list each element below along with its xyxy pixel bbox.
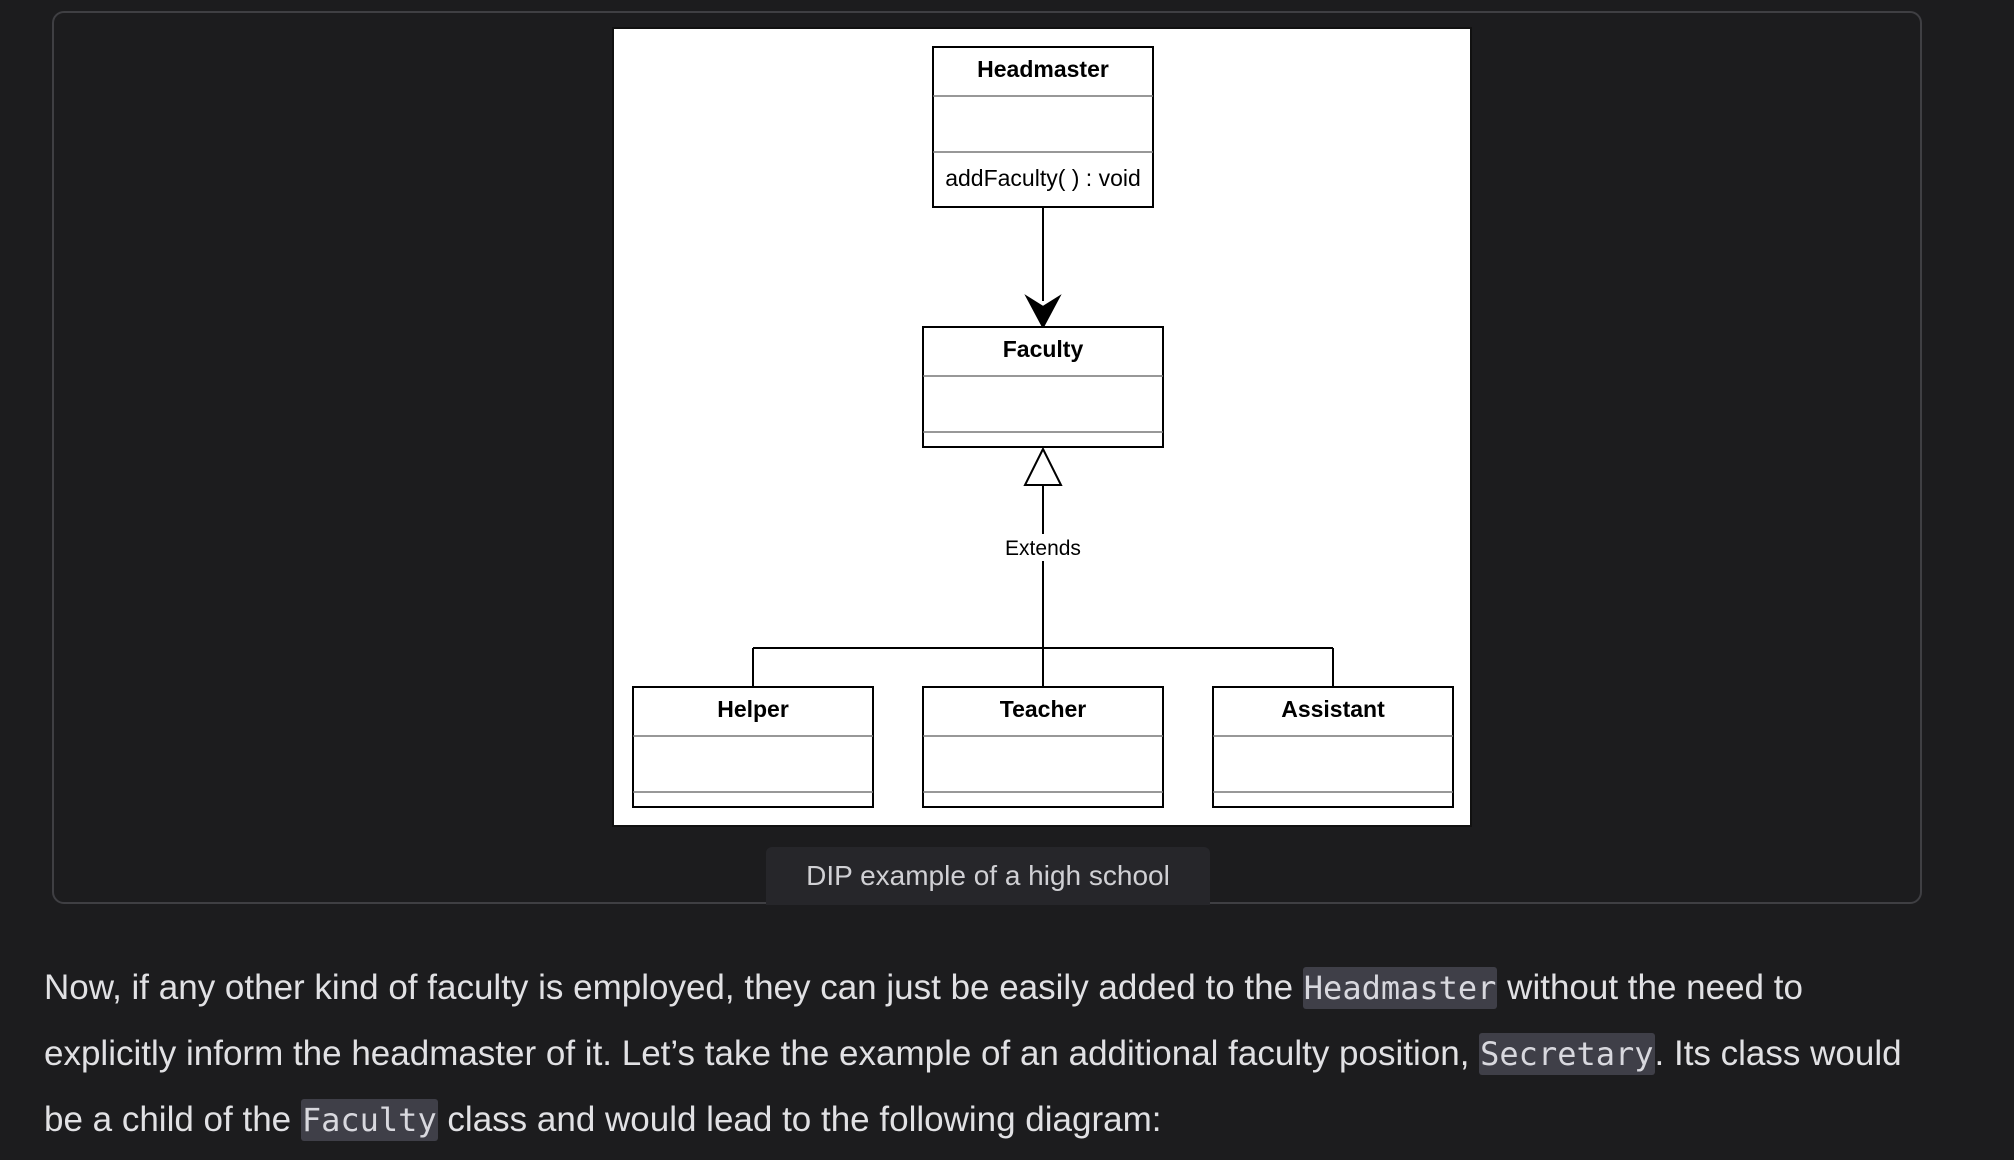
figure-frame: Headmaster addFaculty( ) : void Faculty: [52, 11, 1922, 904]
class-faculty: Faculty: [922, 326, 1164, 448]
body-paragraph: Now, if any other kind of faculty is emp…: [44, 955, 1944, 1153]
class-name: Teacher: [1000, 696, 1087, 722]
class-box: [922, 686, 1164, 808]
class-method: addFaculty( ) : void: [945, 165, 1141, 191]
paragraph-text: class and would lead to the following di…: [437, 1100, 1162, 1139]
class-box: [922, 326, 1164, 448]
class-box: [1212, 686, 1454, 808]
paragraph-text: . Its class would be a child of the: [44, 1034, 1902, 1139]
inheritance-triangle: [1023, 446, 1063, 486]
inline-code: Headmaster: [1302, 967, 1498, 1009]
inline-code: Faculty: [300, 1099, 438, 1141]
arrow-head: [1024, 294, 1062, 330]
class-box: [632, 686, 874, 808]
generalization-connector: Extends: [752, 446, 1334, 687]
figure-caption: DIP example of a high school: [766, 847, 1210, 905]
class-assistant: Assistant: [1212, 686, 1454, 808]
class-box: [932, 46, 1154, 208]
edge-label: Extends: [1005, 537, 1081, 560]
class-name: Assistant: [1281, 696, 1385, 722]
uml-diagram-svg: Headmaster addFaculty( ) : void Faculty: [632, 46, 1454, 808]
uml-diagram: Headmaster addFaculty( ) : void Faculty: [612, 27, 1472, 827]
class-teacher: Teacher: [922, 686, 1164, 808]
class-headmaster: Headmaster addFaculty( ) : void: [932, 46, 1154, 208]
class-helper: Helper: [632, 686, 874, 808]
inline-code: Secretary: [1479, 1033, 1655, 1075]
paragraph-text: Now, if any other kind of faculty is emp…: [44, 968, 1303, 1007]
association-arrow: [1024, 207, 1062, 330]
paragraph-text: without the need to explicitly inform th…: [44, 968, 1803, 1073]
class-name: Helper: [717, 696, 789, 722]
class-name: Headmaster: [977, 56, 1109, 82]
class-name: Faculty: [1003, 336, 1084, 362]
